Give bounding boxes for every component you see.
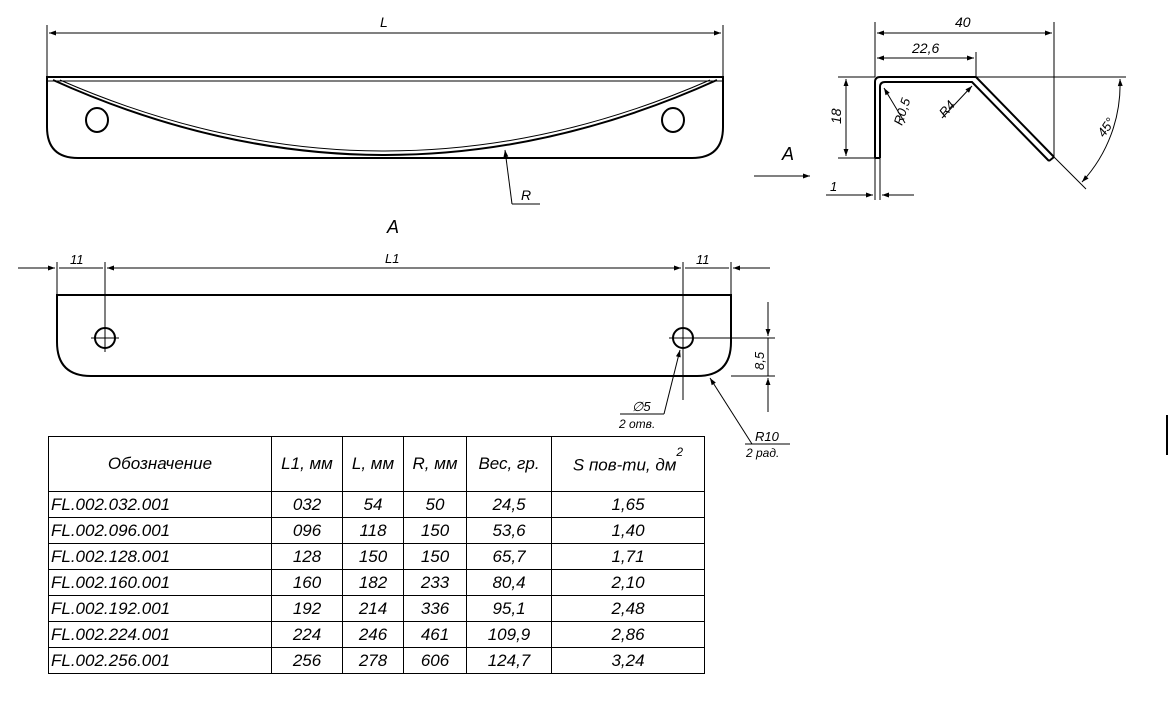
table-cell: 109,9 xyxy=(466,621,552,648)
table-cell: FL.002.192.001 xyxy=(48,595,272,622)
table-cell: 233 xyxy=(403,569,467,596)
table-cell: 80,4 xyxy=(466,569,552,596)
table-cell: 246 xyxy=(342,621,404,648)
dim-40-label: 40 xyxy=(955,14,971,30)
table-cell: 1,65 xyxy=(551,491,705,518)
table-cell: 95,1 xyxy=(466,595,552,622)
front-view: L R xyxy=(46,14,724,205)
dim-hole-count: 2 отв. xyxy=(618,417,655,431)
table-cell: 336 xyxy=(403,595,467,622)
table-cell: FL.002.128.001 xyxy=(48,543,272,570)
table-cell: 150 xyxy=(403,517,467,544)
table-cell: FL.002.224.001 xyxy=(48,621,272,648)
table-cell: 24,5 xyxy=(466,491,552,518)
dim-r05-label: R0,5 xyxy=(891,95,914,126)
profile-view: 40 22,6 18 R0,5 R4 45° A 1 xyxy=(754,14,1126,200)
dim-11-right-label: 11 xyxy=(696,252,710,267)
dim-r-label: R xyxy=(521,187,531,203)
view-a-body-outline xyxy=(56,294,732,377)
dim-18-label: 18 xyxy=(828,108,844,124)
table-cell: 2,10 xyxy=(551,569,705,596)
table-cell: 224 xyxy=(271,621,343,648)
dim-22-6-label: 22,6 xyxy=(911,40,939,56)
table-cell: 160 xyxy=(271,569,343,596)
table-cell: 65,7 xyxy=(466,543,552,570)
table-cell: 192 xyxy=(271,595,343,622)
view-a: A L1 11 11 8,5 ∅5 2 отв. xyxy=(18,217,790,460)
front-hole-left xyxy=(85,107,109,133)
dim-r10-leader xyxy=(709,377,753,445)
table-cell: 2,48 xyxy=(551,595,705,622)
dim-r-leader xyxy=(503,149,513,205)
table-cell: 606 xyxy=(403,647,467,674)
header-surface: S пов-ти, дм2 xyxy=(551,436,705,492)
view-arrow-a-label: A xyxy=(781,144,794,164)
dim-45-arc xyxy=(1081,78,1123,183)
table-cell: 150 xyxy=(403,543,467,570)
table-cell: FL.002.096.001 xyxy=(48,517,272,544)
header-designation: Обозначение xyxy=(48,436,272,492)
header-l1: L1, мм xyxy=(271,436,343,492)
table-header-row: Обозначение L1, мм L, мм R, мм Вес, гр. … xyxy=(48,436,705,492)
table-cell: 096 xyxy=(271,517,343,544)
table-cell: 50 xyxy=(403,491,467,518)
handle-body-outline xyxy=(46,76,724,159)
dim-l1-label: L1 xyxy=(385,251,399,266)
profile-outline-inner xyxy=(879,81,1050,162)
dim-hole-leader xyxy=(663,349,681,415)
front-hole-right xyxy=(661,107,685,133)
dim-r10-count: 2 рад. xyxy=(745,446,779,460)
table-cell: 214 xyxy=(342,595,404,622)
table-cell: 53,6 xyxy=(466,517,552,544)
table-cell: 032 xyxy=(271,491,343,518)
view-a-title: A xyxy=(386,217,399,237)
table-cell: 182 xyxy=(342,569,404,596)
header-weight: Вес, гр. xyxy=(466,436,552,492)
table-cell: 1,40 xyxy=(551,517,705,544)
handle-curve-outer xyxy=(52,79,718,156)
table-cell: 124,7 xyxy=(466,647,552,674)
table-cell: 54 xyxy=(342,491,404,518)
table-cell: 1,71 xyxy=(551,543,705,570)
dim-hole-diameter: ∅5 xyxy=(632,399,651,414)
table-cell: 256 xyxy=(271,647,343,674)
table-cell: 2,86 xyxy=(551,621,705,648)
dim-8-5-label: 8,5 xyxy=(752,351,767,370)
header-r: R, мм xyxy=(403,436,467,492)
spec-table: Обозначение L1, мм L, мм R, мм Вес, гр. … xyxy=(48,436,705,674)
dim-r4-leader xyxy=(941,85,973,119)
dim-r05-leader xyxy=(883,87,906,124)
table-cell: FL.002.256.001 xyxy=(48,647,272,674)
dim-45-label: 45° xyxy=(1094,115,1118,140)
table-cell: 118 xyxy=(342,517,404,544)
table-cell: FL.002.160.001 xyxy=(48,569,272,596)
table-cell: 3,24 xyxy=(551,647,705,674)
table-cell: FL.002.032.001 xyxy=(48,491,272,518)
header-l: L, мм xyxy=(342,436,404,492)
dim-r10-label: R10 xyxy=(755,429,780,444)
table-cell: 128 xyxy=(271,543,343,570)
handle-curve-inner xyxy=(59,79,711,152)
table-cell: 150 xyxy=(342,543,404,570)
dim-r4-label: R4 xyxy=(936,98,958,120)
dim-11-left-label: 11 xyxy=(70,252,84,267)
profile-outline-outer xyxy=(874,76,1055,158)
table-cell: 461 xyxy=(403,621,467,648)
dim-l-label: L xyxy=(380,14,388,30)
dim-1-label: 1 xyxy=(830,179,837,194)
table-cell: 278 xyxy=(342,647,404,674)
